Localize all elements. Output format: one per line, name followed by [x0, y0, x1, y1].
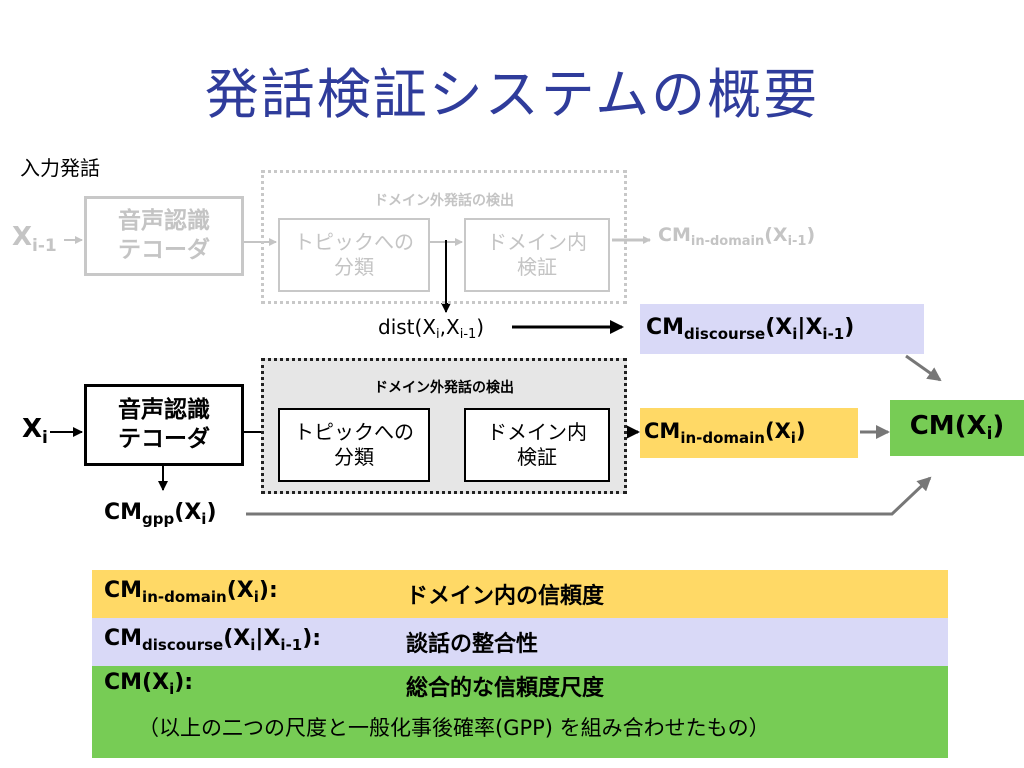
input-utterance-label: 入力発話: [20, 156, 100, 180]
cm-discourse-box: CMdiscourse(Xi|Xi-1): [640, 304, 924, 354]
prev-decoder-line2: テコーダ: [118, 237, 210, 263]
cm-gpp-label: CMgpp(Xi): [104, 500, 217, 528]
prev-domain-line2: 検証: [517, 255, 557, 279]
legend-desc-indomain: ドメイン内の信頼度: [406, 584, 605, 609]
prev-topic-line2: 分類: [334, 255, 374, 279]
cur-indomain-verification-box: ドメイン内 検証: [464, 408, 610, 482]
prev-indomain-verification-box: ドメイン内 検証: [464, 218, 610, 292]
cur-decoder-line2: テコーダ: [118, 426, 210, 452]
legend-key-discourse: CMdiscourse(Xi|Xi-1):: [104, 626, 322, 654]
prev-cm-indomain-output: CMin-domain(Xi-1): [658, 224, 816, 249]
legend-row-indomain: CMin-domain(Xi): ドメイン内の信頼度: [92, 570, 948, 618]
legend-key-indomain: CMin-domain(Xi):: [104, 578, 278, 606]
prev-decoder-line1: 音声認識: [118, 208, 210, 235]
legend-key-total: CM(Xi):: [104, 670, 194, 698]
prev-input-sub: i-1: [32, 236, 57, 256]
legend-desc-discourse: 談話の整合性: [406, 632, 539, 657]
cur-asr-decoder-box: 音声認識 テコーダ: [84, 384, 244, 466]
prev-topic-classification-box: トピックへの 分類: [278, 218, 430, 292]
cm-discourse-text: CMdiscourse(Xi|Xi-1): [646, 315, 855, 344]
dist-label: dist(Xi,Xi-1): [378, 315, 485, 342]
arrow-discourse-final: [905, 354, 942, 382]
legend-row-discourse: CMdiscourse(Xi|Xi-1): 談話の整合性: [92, 618, 948, 666]
cur-input-label: Xi: [22, 414, 48, 448]
arrow-gpp-final: [246, 476, 932, 516]
legend-row-total: CM(Xi): 総合的な信頼度尺度 （以上の二つの尺度と一般化事後確率(GPP)…: [92, 666, 948, 758]
prev-asr-decoder-box: 音声認識 テコーダ: [84, 196, 244, 276]
cur-group-title: ドメイン外発話の検出: [374, 380, 514, 396]
legend-desc-total: 総合的な信頼度尺度: [406, 676, 605, 701]
prev-domain-line1: ドメイン内: [487, 230, 587, 254]
cm-final-box: CM(Xi): [890, 400, 1024, 456]
prev-topic-line1: トピックへの: [294, 230, 414, 254]
prev-group-title: ドメイン外発話の検出: [374, 193, 514, 209]
prev-input-var: X: [12, 222, 33, 252]
prev-ood-group: ドメイン外発話の検出: [261, 170, 627, 304]
legend-note-total: （以上の二つの尺度と一般化事後確率(GPP) を組み合わせたもの）: [138, 716, 770, 740]
page-title: 発話検証システムの概要: [204, 63, 820, 126]
prev-input-label: Xi-1: [12, 222, 57, 256]
cur-topic-classification-box: トピックへの 分類: [278, 408, 430, 482]
cm-indomain-box: CMin-domain(Xi): [640, 408, 858, 458]
cur-decoder-line1: 音声認識: [118, 397, 210, 424]
